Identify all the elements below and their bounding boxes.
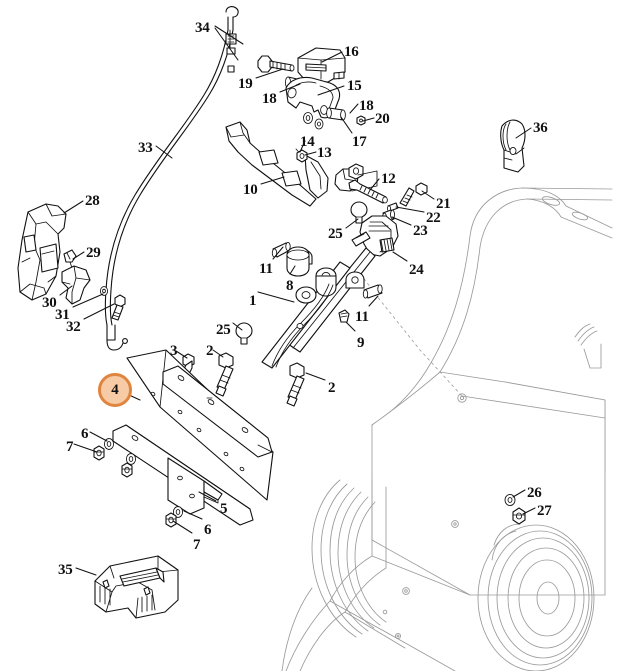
callout-label-2[interactable]: 2	[206, 343, 214, 359]
callout-label-17[interactable]: 17	[352, 134, 367, 150]
callout-label-12[interactable]: 12	[381, 171, 396, 187]
callout-label-34[interactable]: 34	[195, 20, 210, 36]
callout-label-11[interactable]: 11	[355, 309, 369, 325]
callout-label-24[interactable]: 24	[409, 262, 424, 278]
part-32-bolt	[111, 294, 126, 321]
part-4-deflector-plate	[126, 349, 274, 501]
part-5-lower-rail	[112, 424, 254, 526]
callout-label-6[interactable]: 6	[81, 426, 89, 442]
part-20-nut	[356, 115, 366, 126]
callout-label-22[interactable]: 22	[426, 210, 441, 226]
callout-label-5[interactable]: 5	[220, 501, 228, 517]
callout-label-15[interactable]: 15	[347, 78, 362, 94]
wheel-right-ghost	[477, 523, 595, 671]
part-19-bolt	[257, 55, 295, 73]
callout-label-10[interactable]: 10	[243, 182, 258, 198]
callout-label-35[interactable]: 35	[58, 562, 73, 578]
wheel-left-ghost	[281, 479, 387, 671]
callout-label-9[interactable]: 9	[357, 335, 365, 351]
part-11-pin-b	[362, 284, 383, 299]
callout-label-18[interactable]: 18	[262, 91, 277, 107]
callout-label-2[interactable]: 2	[328, 380, 336, 396]
part-24-knurled-nut	[379, 237, 395, 253]
callout-label-25[interactable]: 25	[216, 322, 231, 338]
part-27-locknut	[512, 507, 526, 525]
callout-label-20[interactable]: 20	[375, 111, 390, 127]
callout-label-7[interactable]: 7	[193, 537, 201, 553]
callout-label-6[interactable]: 6	[204, 522, 212, 538]
part-7-locknut-c	[165, 512, 177, 528]
callout-label-18[interactable]: 18	[359, 98, 374, 114]
part-31-screw	[99, 286, 109, 296]
part-4-upper-rail	[162, 365, 273, 458]
callout-label-11[interactable]: 11	[259, 261, 273, 277]
part-2-shoulder-bolt-b	[286, 362, 305, 407]
callout-label-16[interactable]: 16	[344, 44, 359, 60]
part-2-shoulder-bolt-a	[215, 352, 234, 397]
callout-label-7[interactable]: 7	[66, 439, 74, 455]
part-18-bushing-b	[326, 107, 346, 121]
callout-label-3[interactable]: 3	[170, 343, 178, 359]
callout-label-19[interactable]: 19	[238, 76, 253, 92]
part-6-washer-c	[172, 506, 184, 518]
leader-lines	[59, 25, 536, 576]
part-36-spring-clip	[500, 119, 526, 173]
part-7-locknut-a	[93, 445, 105, 461]
callout-label-25[interactable]: 25	[328, 226, 343, 242]
machine-ghost-outline	[281, 187, 613, 671]
callout-label-30[interactable]: 30	[42, 295, 57, 311]
callout-label-14[interactable]: 14	[300, 134, 315, 150]
highlight-ring	[98, 373, 132, 407]
part-12-clamp	[334, 163, 388, 204]
highlighted-callout-4[interactable]: 4	[98, 373, 132, 407]
callout-label-36[interactable]: 36	[533, 120, 548, 136]
part-6-washer-b	[125, 453, 137, 465]
callout-label-26[interactable]: 26	[527, 485, 542, 501]
callout-label-28[interactable]: 28	[85, 193, 100, 209]
part-25-knob-upper	[350, 201, 368, 224]
part-8-collar	[286, 246, 310, 277]
callout-label-13[interactable]: 13	[317, 145, 332, 161]
callout-label-8[interactable]: 8	[286, 278, 294, 294]
part-16-cover	[297, 47, 346, 83]
callout-label-29[interactable]: 29	[86, 245, 101, 261]
part-13-nut	[296, 149, 308, 163]
part-22-bushing	[386, 202, 399, 212]
callout-label-21[interactable]: 21	[436, 196, 451, 212]
part-9-fastener	[338, 309, 350, 323]
part-28-housing	[17, 203, 67, 301]
highlight-number: 4	[111, 381, 119, 398]
callout-label-23[interactable]: 23	[413, 223, 428, 239]
part-21-bolt	[399, 182, 428, 207]
part-7-locknut-b	[121, 462, 133, 478]
callout-label-33[interactable]: 33	[138, 140, 153, 156]
callout-label-27[interactable]: 27	[537, 503, 552, 519]
part-17-washer-b	[314, 118, 324, 130]
part-10-deflector-arm	[225, 121, 329, 207]
callout-label-32[interactable]: 32	[66, 319, 81, 335]
part-30-lever	[61, 265, 91, 305]
part-25-knob-lower	[235, 322, 253, 345]
callout-label-31[interactable]: 31	[55, 307, 70, 323]
part-17-washer	[303, 112, 313, 124]
part-26-washer	[504, 493, 516, 507]
callout-label-1[interactable]: 1	[249, 293, 257, 309]
part-35-grip-block	[94, 555, 179, 619]
part-6-washer-a	[103, 438, 115, 450]
